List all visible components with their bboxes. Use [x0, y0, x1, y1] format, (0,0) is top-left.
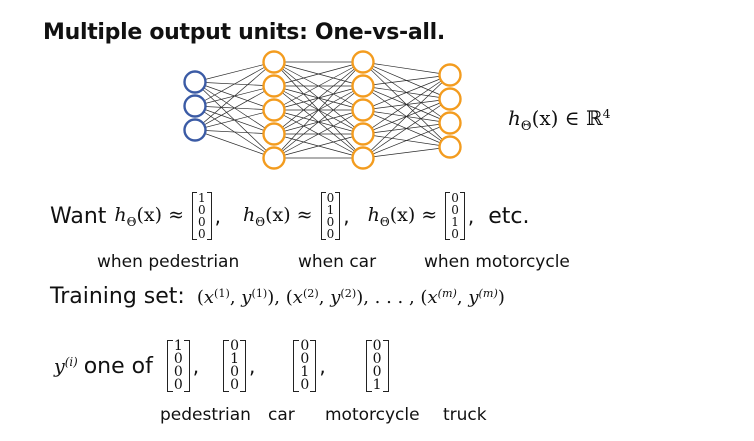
- network-edge: [362, 74, 451, 111]
- network-edge: [194, 61, 275, 107]
- output-node: [438, 111, 462, 135]
- label-pedestrian: pedestrian: [160, 405, 251, 425]
- network-edge: [362, 98, 451, 159]
- output-dimension: 4: [602, 106, 611, 122]
- label-truck: truck: [443, 405, 487, 425]
- network-edge: [273, 61, 364, 159]
- hidden-node: [262, 98, 286, 122]
- training-set-formula: (x(1), y(1)), (x(2), y(2)), . . . , (x(m…: [196, 286, 505, 308]
- label-car: car: [268, 405, 295, 425]
- want-h-2: hΘ(x) ≈: [243, 203, 313, 229]
- network-edge: [273, 85, 364, 159]
- hidden-node: [262, 74, 286, 98]
- network-edge: [362, 74, 451, 159]
- network-edge: [362, 146, 451, 159]
- input-node: [183, 118, 207, 142]
- output-node: [438, 63, 462, 87]
- network-edge: [362, 74, 451, 87]
- network-edges: [194, 61, 451, 159]
- theta-subscript: Θ: [520, 119, 532, 134]
- hidden-node: [351, 122, 375, 146]
- input-node: [183, 94, 207, 118]
- network-edge: [194, 109, 275, 131]
- hidden-node: [351, 50, 375, 74]
- network-edge: [273, 109, 364, 159]
- hidden-node: [262, 146, 286, 170]
- etc-label: etc.: [488, 203, 530, 229]
- output-space-formula: hΘ(x) ∈ ℝ4: [508, 106, 610, 134]
- hidden-node: [262, 122, 286, 146]
- hidden-node: [351, 74, 375, 98]
- output-space-arg: (x) ∈ ℝ: [531, 106, 603, 130]
- network-edge: [273, 133, 364, 159]
- label-when-pedestrian: when pedestrian: [97, 252, 240, 272]
- network-edge: [273, 61, 364, 135]
- network-nodes: [183, 50, 462, 170]
- network-edge: [194, 129, 275, 159]
- label-when-car: when car: [298, 252, 377, 272]
- network-edge: [362, 122, 451, 159]
- slide-title: Multiple output units: One-vs-all.: [43, 20, 445, 45]
- network-edge: [362, 61, 451, 76]
- output-node: [438, 135, 462, 159]
- network-edge: [194, 129, 275, 135]
- neural-network-diagram: [183, 50, 462, 170]
- h-theta: h: [508, 106, 521, 130]
- training-set-row: Training set: (x(1), y(1)), (x(2), y(2))…: [50, 284, 505, 309]
- want-label: Want: [50, 203, 107, 229]
- hidden-node: [262, 50, 286, 74]
- output-node: [438, 87, 462, 111]
- network-edge: [194, 61, 275, 131]
- hidden-node: [351, 98, 375, 122]
- network-edge: [362, 74, 451, 135]
- want-h-3: hΘ(x) ≈: [367, 203, 438, 229]
- training-set-label: Training set:: [50, 284, 185, 309]
- network-edge: [194, 85, 275, 131]
- network-edge: [273, 61, 364, 111]
- network-edge: [194, 61, 275, 83]
- network-edge: [273, 61, 364, 87]
- label-when-motorcycle: when motorcycle: [424, 252, 570, 272]
- one-of-label: one of: [83, 353, 153, 379]
- input-node: [183, 70, 207, 94]
- y-i-symbol: y(i): [54, 354, 78, 378]
- want-h-1: hΘ(x) ≈: [114, 203, 184, 229]
- hidden-node: [351, 146, 375, 170]
- label-motorcycle: motorcycle: [325, 405, 420, 425]
